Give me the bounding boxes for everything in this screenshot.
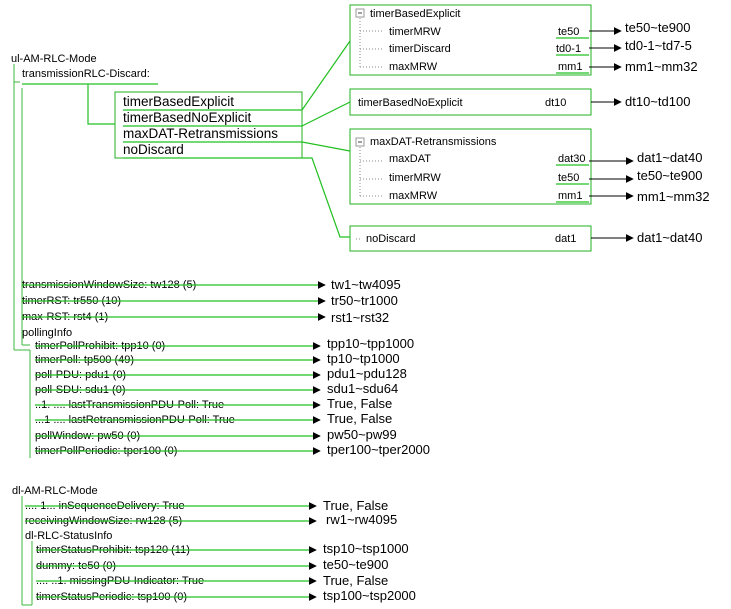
explicit-box — [349, 4, 592, 76]
explicit-max-mrw: maxMRW — [389, 61, 438, 73]
ul-root-label: ul-AM-RLC-Mode — [11, 53, 97, 65]
explicit-timer-discard-value: td0-1 — [556, 43, 581, 55]
dl-tree-lines — [21, 496, 33, 606]
maxdat-timer-mrw-value: te50 — [558, 172, 579, 184]
maxdat-maxdat-range: dat1~dat40 — [637, 150, 702, 165]
status-range: te50~te900 — [323, 557, 388, 572]
ul-params: transmissionWindowSize: tw128 (5) tw1~tw… — [22, 277, 401, 339]
maxdat-maxdat-value: dat30 — [558, 153, 586, 165]
maxdat-box — [349, 128, 592, 205]
nodiscard-range: dat1~dat40 — [637, 230, 702, 245]
choice-no-discard: noDiscard — [123, 142, 184, 157]
maxdat-title: maxDAT-Retransmissions — [370, 136, 497, 148]
choice-timer-based-no-explicit: timerBasedNoExplicit — [123, 110, 252, 125]
polling-info-title: pollingInfo — [22, 327, 72, 339]
maxdat-max-mrw-range: mm1~mm32 — [637, 189, 710, 204]
noexplicit-range: dt10~td100 — [625, 94, 690, 109]
explicit-max-mrw-value: mm1 — [558, 61, 582, 73]
choice-max-dat-retransmissions: maxDAT-Retransmissions — [123, 126, 278, 141]
explicit-timer-discard-range: td0-1~td7-5 — [625, 38, 692, 53]
maxdat-maxdat: maxDAT — [389, 153, 431, 165]
dl-params: .... 1... inSequenceDelivery: True True,… — [25, 498, 397, 542]
polling-range: True, False — [327, 411, 392, 426]
polling-range: pdu1~pdu128 — [327, 366, 407, 381]
explicit-timer-mrw-range: te50~te900 — [625, 20, 690, 35]
discard-label: transmissionRLC-Discard: — [22, 68, 150, 80]
explicit-max-mrw-range: mm1~mm32 — [625, 59, 698, 74]
explicit-title: timerBasedExplicit — [370, 8, 460, 20]
maxdat-timer-mrw-range: te50~te900 — [637, 168, 702, 183]
noexplicit-title: timerBasedNoExplicit — [358, 97, 463, 109]
polling-range: sdu1~sdu64 — [327, 381, 398, 396]
param-range: rst1~rst32 — [331, 310, 389, 325]
polling-range: pw50~pw99 — [327, 427, 397, 442]
polling-range: tpp10~tpp1000 — [327, 336, 414, 351]
dl-status-items: timerStatusProhibit: tsp120 (11) tsp10~t… — [36, 541, 416, 603]
polling-range: True, False — [327, 396, 392, 411]
nodiscard-title: noDiscard — [366, 233, 416, 245]
noexplicit-value: dt10 — [545, 97, 566, 109]
param-range: tw1~tw4095 — [331, 277, 401, 292]
param-range: rw1~rw4095 — [326, 512, 397, 527]
explicit-timer-discard: timerDiscard — [389, 43, 451, 55]
nodiscard-value: dat1 — [555, 233, 576, 245]
status-range: tsp10~tsp1000 — [323, 541, 409, 556]
status-info-title: dl-RLC-StatusInfo — [25, 530, 112, 542]
dl-root-label: dl-AM-RLC-Mode — [12, 485, 98, 497]
param-range: tr50~tr1000 — [331, 293, 398, 308]
polling-items: timerPollProhibit: tpp10 (0) tpp10~tpp10… — [35, 336, 430, 457]
status-range: True, False — [323, 573, 388, 588]
choice-connectors — [123, 40, 351, 238]
polling-range: tper100~tper2000 — [327, 442, 430, 457]
choice-timer-based-explicit: timerBasedExplicit — [123, 94, 234, 109]
explicit-timer-mrw: timerMRW — [389, 26, 441, 38]
maxdat-max-mrw: maxMRW — [389, 190, 438, 202]
ul-tree-lines — [13, 64, 158, 458]
status-range: tsp100~tsp2000 — [323, 588, 416, 603]
polling-range: tp10~tp1000 — [327, 351, 400, 366]
maxdat-max-mrw-value: mm1 — [558, 190, 582, 202]
explicit-timer-mrw-value: te50 — [558, 26, 579, 38]
maxdat-timer-mrw: timerMRW — [389, 172, 441, 184]
param-range: True, False — [323, 498, 388, 513]
